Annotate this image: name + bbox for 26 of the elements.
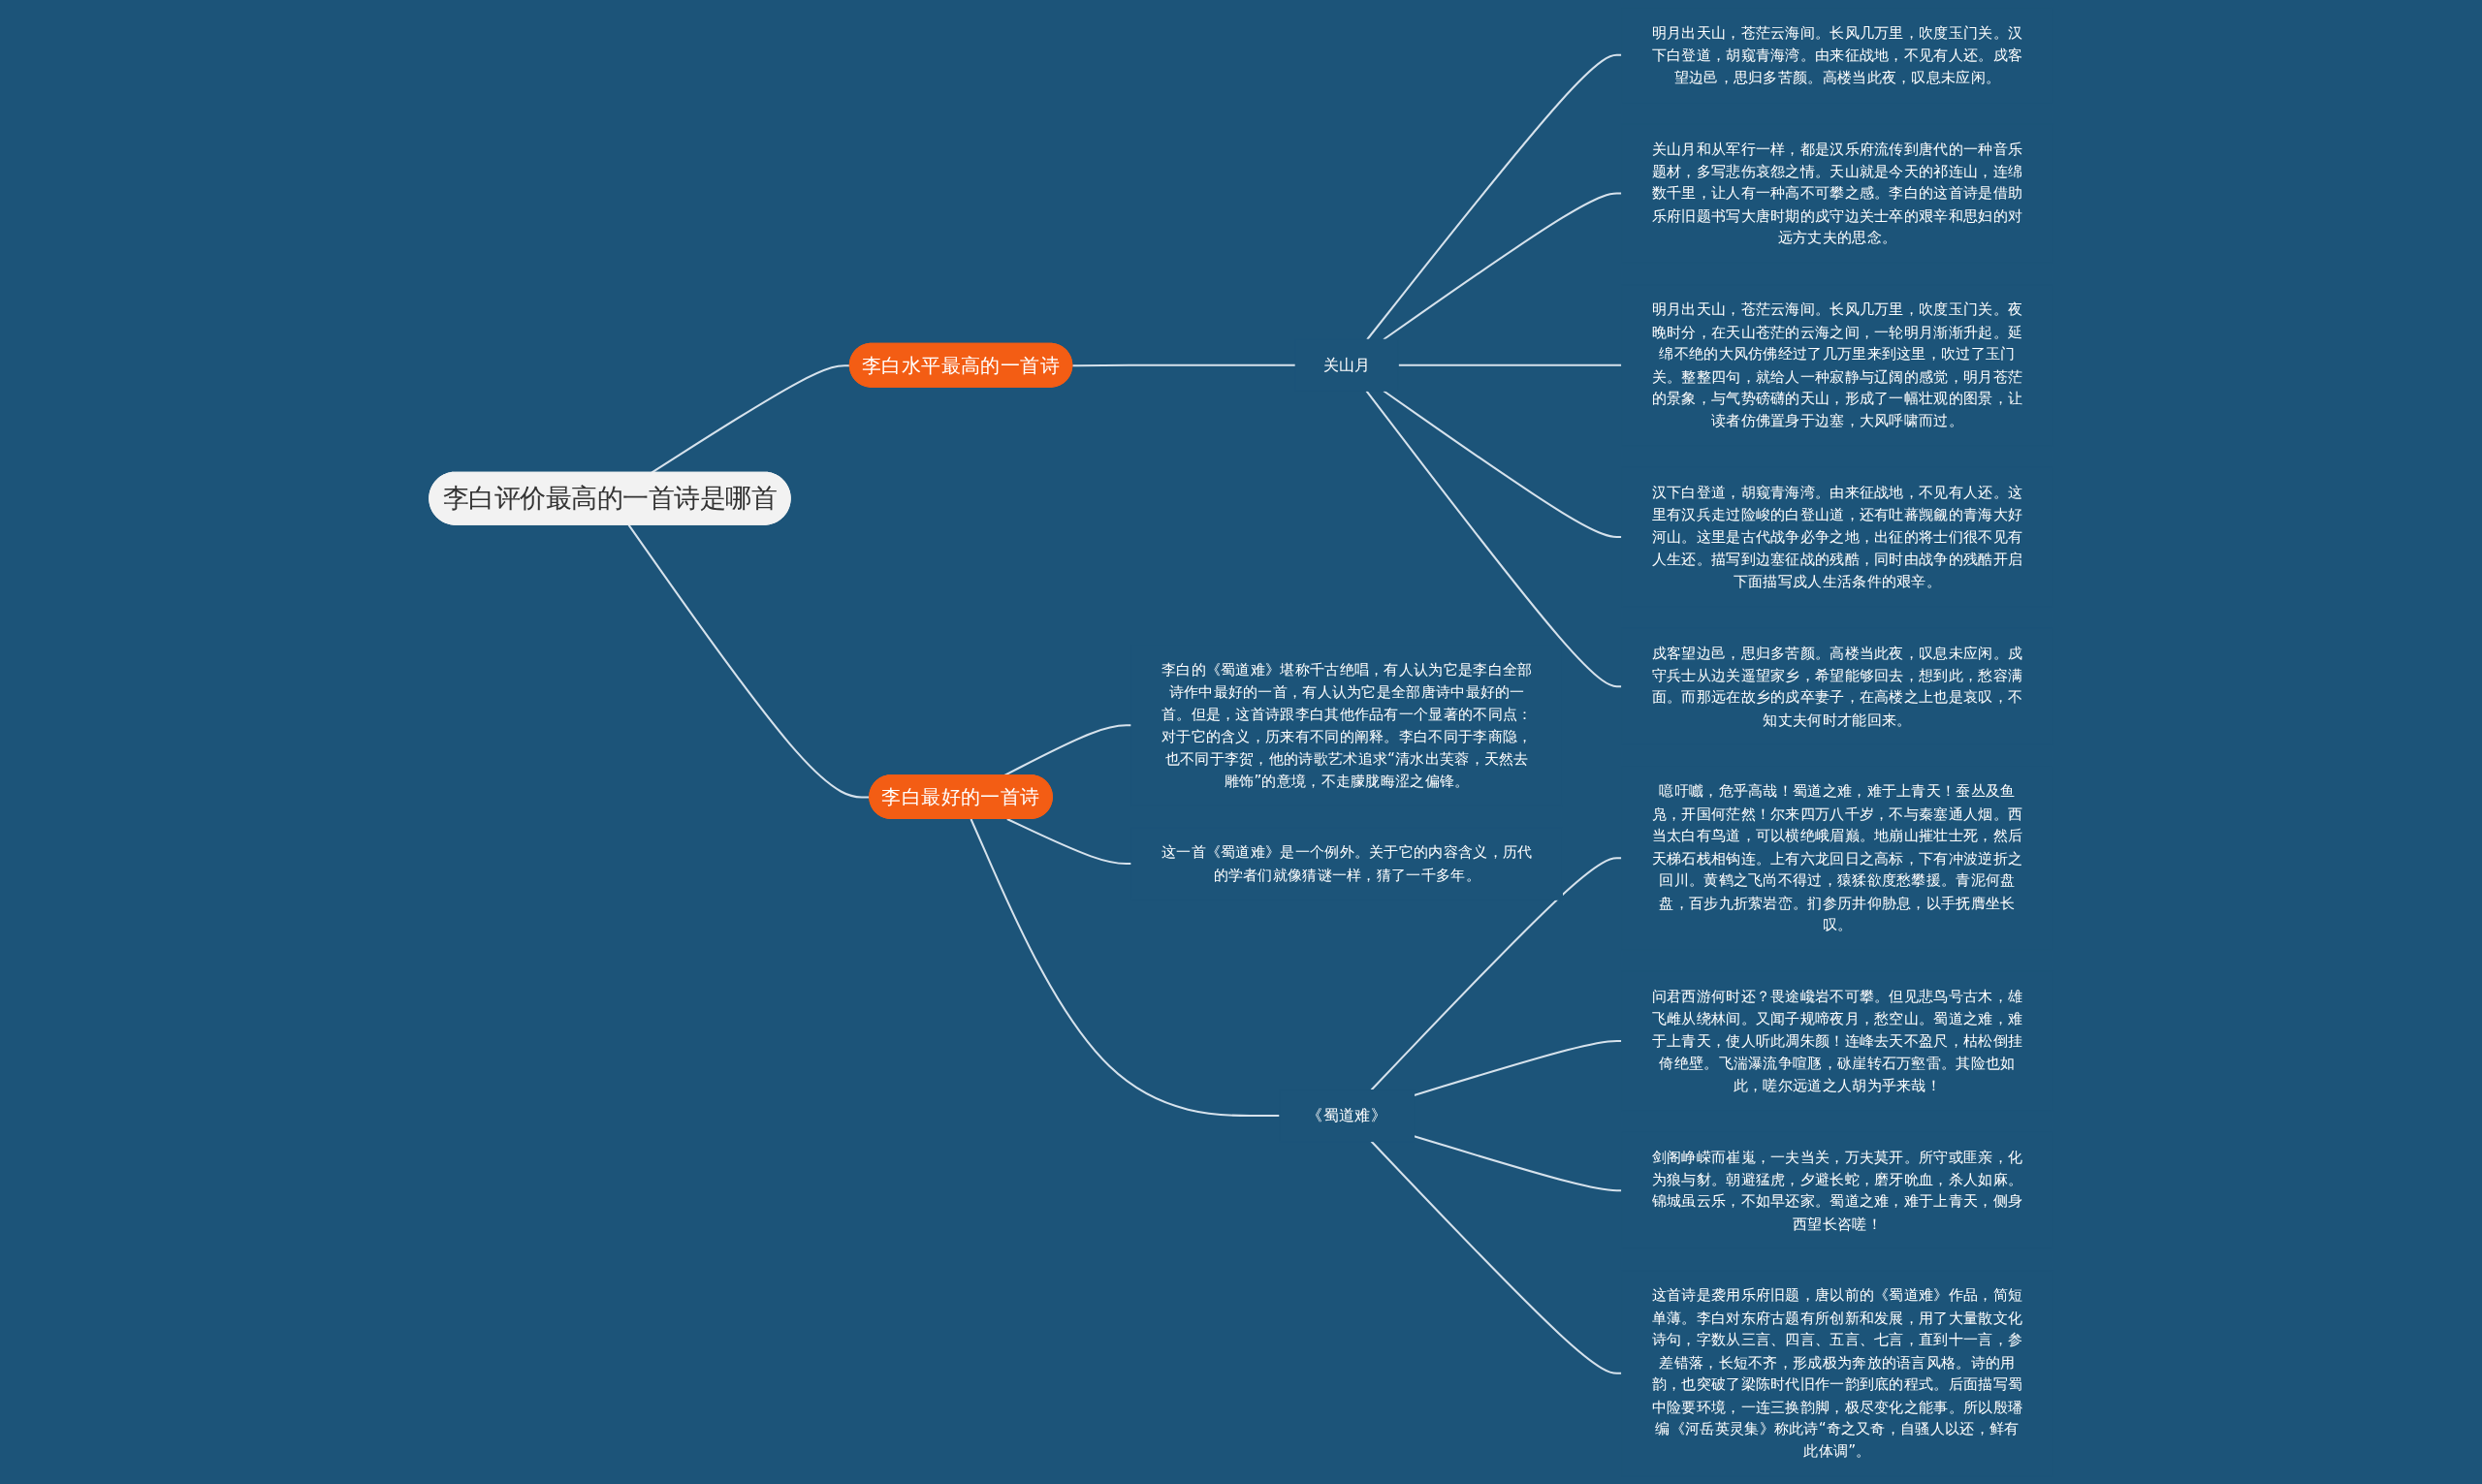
connector	[1383, 192, 1622, 341]
node-text: 问君西游何时还？畏途巉岩不可攀。但见悲鸟号古木，雄飞雌从绕林间。又闻子规啼夜月，愁空山。蜀道之难，难于上青天，使人听此凋朱颜！连峰去天不盈尺，枯松倒挂倚绝壁。飞湍瀑流争喧豗，砯崖转石万壑雷。其险也如此，嗟尔远道之人胡为乎来哉！	[1651, 987, 2023, 1094]
connector	[1383, 390, 1622, 538]
node-text: 关山月	[1322, 355, 1371, 374]
node-text: 这一首《蜀道难》是一个例外。关于它的内容含义，历代的学者们就像猜谜一样，猜了一千多年。	[1161, 843, 1533, 884]
connector	[651, 364, 850, 474]
connector	[1006, 818, 1131, 866]
connector	[1414, 1135, 1622, 1192]
connector	[1366, 53, 1622, 340]
node-text: 这首诗是袭用乐府旧题，唐以前的《蜀道难》作品，简短单薄。李白对东府古题有所创新和发展，用了大量散文化诗句，字数从三言、四言、五言、七言，直到十一言，参差错落，长短不齐，形成极为奔放的语言风格。诗的用韵，也突破了梁陈时代旧作一韵到底的程式。后面描写蜀中险要环境，一连三换韵脚，极尽变化之能事。所以殷璠编《河岳英灵集》称此诗“奇之又奇，自骚人以还，鲜有此体调”。	[1651, 1286, 2023, 1461]
connector	[1072, 363, 1296, 367]
node-text: 关山月和从军行一样，都是汉乐府流传到唐代的一种音乐题材，多写悲伤哀怨之情。天山就是今天的祁连山，连绵数千里，让人有一种高不可攀之感。李白的这首诗是借助乐府旧题书写大唐时期的戍守边关士卒的艰辛和思妇的对远方丈夫的思念。	[1651, 140, 2023, 247]
connector	[1414, 1039, 1622, 1096]
node-text: 戍客望边邑，思归多苦颜。高楼当此夜，叹息未应闲。戍守兵士从边关遥望家乡，希望能够回去，想到此，愁容满面。而那远在故乡的戍卒妻子，在高楼之上也是哀叹，不知丈夫何时才能回来。	[1651, 644, 2023, 729]
connector	[1370, 857, 1622, 1091]
node-text: 《蜀道难》	[1307, 1105, 1386, 1125]
connector	[1365, 390, 1622, 688]
connector	[970, 818, 1280, 1118]
connector	[1370, 1140, 1622, 1374]
connector	[1398, 363, 1622, 366]
node-text: 剑阁峥嵘而崔嵬，一夫当关，万夫莫开。所守或匪亲，化为狼与豺。朝避猛虎，夕避长蛇，磨牙吮血，杀人如麻。锦城虽云乐，不如早还家。蜀道之难，难于上青天，侧身西望长咨嗟！	[1651, 1148, 2023, 1233]
node-text: 明月出天山，苍茫云海间。长风几万里，吹度玉门关。汉下白登道，胡窥青海湾。由来征战地，不见有人还。戍客望边邑，思归多苦颜。高楼当此夜，叹息未应闲。	[1651, 23, 2023, 86]
node-text: 李白的《蜀道难》堪称千古绝唱，有人认为它是李白全部诗作中最好的一首，有人认为它是全部唐诗中最好的一首。但是，这首诗跟李白其他作品有一个显著的不同点：对于它的含义，历来有不同的阐释。李白不同于李商隐，也不同于李贺，他的诗歌艺术追求“清水出芙蓉，天然去雕饰”的意境，不走朦胧晦涩之偏锋。	[1161, 660, 1533, 790]
node-text: 汉下白登道，胡窥青海湾。由来征战地，不见有人还。这里有汉兵走过险峻的白登山道，还有吐蕃觊觎的青海大好河山。这里是古代战争必争之地，出征的将士们很不见有人生还。描写到边塞征战的残酷，同时由战争的残酷开启下面描写戍人生活条件的艰辛。	[1651, 483, 2023, 590]
node-text: 噫吁嚱，危乎高哉！蜀道之难，难于上青天！蚕丛及鱼凫，开国何茫然！尔来四万八千岁，不与秦塞通人烟。西当太白有鸟道，可以横绝峨眉巅。地崩山摧壮士死，然后天梯石栈相钩连。上有六龙回日之高标，下有冲波逆折之回川。黄鹤之飞尚不得过，猿猱欲度愁攀援。青泥何盘盘，百步九折萦岩峦。扪参历井仰胁息，以手抚膺坐长叹。	[1651, 782, 2023, 934]
node-text: 明月出天山，苍茫云海间。长风几万里，吹度玉门关。夜晚时分，在天山苍茫的云海之间，一轮明月渐渐升起。延绵不绝的大风仿佛经过了几万里来到这里，吹过了玉门关。整整四句，就给人一种寂静与辽阔的感觉，明月苍茫的景象，与气势磅礴的天山，形成了一幅壮观的图景，让读者仿佛置身于边塞，大风呼啸而过。	[1651, 300, 2023, 430]
